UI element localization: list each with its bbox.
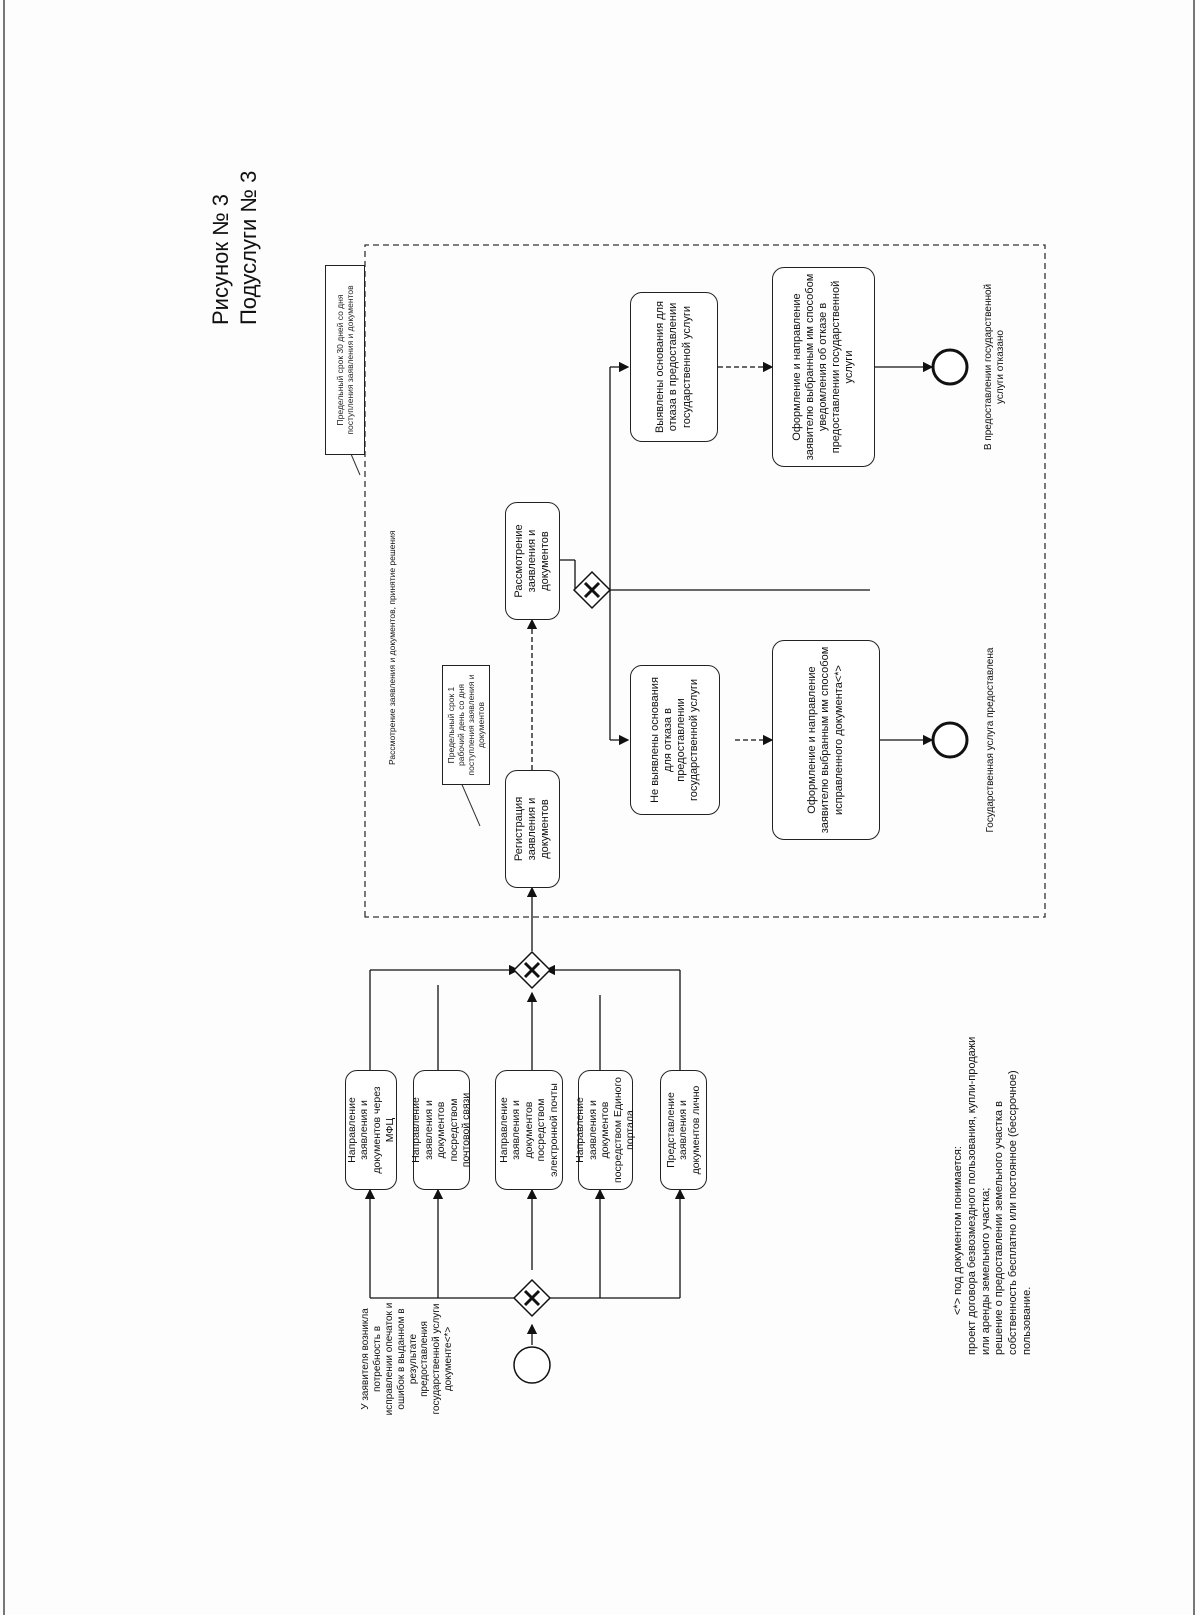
- end-event-refused-circle: [931, 348, 969, 386]
- footnote-line-1: <*> под документом понимается:: [952, 1146, 964, 1315]
- issue-corrected-task-box: Оформление и направление заявителю выбра…: [772, 640, 880, 840]
- channel-portal-box: Направление заявления и документов посре…: [574, 1070, 636, 1190]
- channel-personal-box: Представление заявления и документов лич…: [660, 1070, 707, 1190]
- figure-subtitle: Подуслуги № 3: [236, 170, 261, 325]
- end-event-provided-circle: [931, 721, 969, 759]
- start-event-circle: [513, 1346, 551, 1384]
- footnote: <*> под документом понимается: проект до…: [952, 1035, 1035, 1355]
- note-1-leader: [459, 779, 481, 827]
- split-gateway: [512, 1278, 552, 1318]
- decision-gateway: [572, 570, 612, 610]
- footnote-line-2: проект договора безвозмездного пользован…: [965, 1036, 992, 1355]
- footnote-line-3: решение о предоставлении земельного учас…: [993, 1070, 1033, 1355]
- no-grounds-task-box: Не выявлены основания для отказа в предо…: [630, 665, 720, 815]
- merge-gateway: [512, 950, 552, 990]
- registration-task-box: Регистрация заявления и документов: [505, 770, 560, 888]
- channel-mfc-box: Направление заявления и документов через…: [345, 1070, 397, 1190]
- deadline-30-days-note: Предельный срок 30 дней со дня поступлен…: [325, 265, 365, 455]
- end-refused-label: В предоставлении государственной услуги …: [983, 283, 1006, 451]
- scan-edge-right: [1193, 0, 1195, 1615]
- end-provided-label: Государственная услуга предоставлена: [985, 647, 997, 833]
- deadline-1-day-note: Предельный срок 1 рабочий день со дня по…: [442, 665, 490, 785]
- channel-email-box: Направление заявления и документов посре…: [495, 1070, 563, 1190]
- process-group-boundary: [364, 244, 1046, 918]
- issue-refusal-task-box: Оформление и направление заявителю выбра…: [772, 267, 875, 467]
- review-task-box: Рассмотрение заявления и документов: [505, 502, 560, 620]
- figure-title: Рисунок № 3: [208, 193, 233, 325]
- grounds-found-task-box: Выявлены основания для отказа в предоста…: [630, 292, 718, 442]
- channel-post-box: Направление заявления и документов посре…: [410, 1070, 472, 1190]
- review-group-caption: Рассмотрение заявления и документов, при…: [386, 530, 397, 765]
- scan-edge-left: [3, 0, 5, 1615]
- start-event-label: У заявителя возникла потребность в испра…: [360, 1302, 454, 1416]
